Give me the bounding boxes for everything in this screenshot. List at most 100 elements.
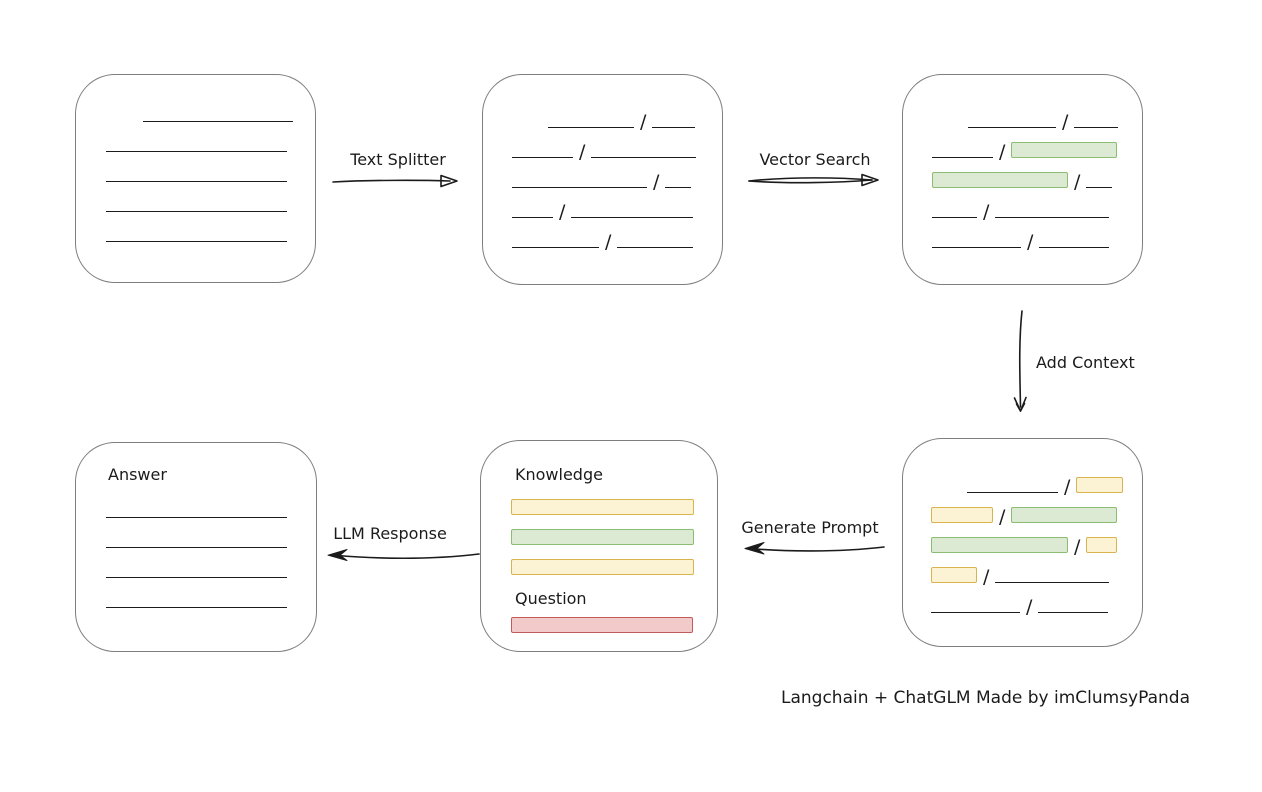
vector-search-label: Vector Search <box>759 150 871 169</box>
text-line-row <box>106 122 315 152</box>
text-line-row: / <box>932 98 1142 133</box>
slash-separator: / <box>1064 476 1071 498</box>
text-line <box>106 607 287 608</box>
split-text-lines: ///// <box>483 75 722 253</box>
text-line-row <box>511 545 717 575</box>
highlight-green <box>1011 507 1118 523</box>
text-line <box>548 127 634 128</box>
vector-search-arrow-icon <box>748 173 879 187</box>
text-line <box>652 127 696 128</box>
text-line-row: / <box>512 188 722 223</box>
text-line <box>106 151 287 152</box>
text-line <box>106 241 287 242</box>
knowledge-bars <box>511 485 717 575</box>
text-line <box>1074 127 1119 128</box>
generate-prompt-label: Generate Prompt <box>741 518 879 537</box>
highlight-yellow <box>1076 477 1124 493</box>
text-line <box>1038 612 1109 613</box>
text-line <box>512 247 599 248</box>
text-line-row <box>106 488 316 518</box>
slash-separator: / <box>605 231 612 253</box>
node-answer: Answer <box>75 442 317 652</box>
text-line <box>106 577 287 578</box>
text-line <box>1039 247 1110 248</box>
highlight-yellow <box>511 499 694 515</box>
text-line-row: / <box>932 158 1142 192</box>
text-line <box>932 157 993 158</box>
text-splitter-label: Text Splitter <box>350 150 446 169</box>
text-line-row <box>511 515 717 545</box>
context-added-lines: / / / / / <box>903 439 1142 618</box>
highlight-green <box>511 529 694 545</box>
text-line-row: / <box>512 128 722 163</box>
slash-separator: / <box>983 201 990 223</box>
indent-spacer <box>106 121 137 122</box>
text-splitter-arrow-icon <box>332 174 458 188</box>
llm-response-label: LLM Response <box>333 524 447 543</box>
text-line-row: / <box>931 553 1142 588</box>
text-line-row <box>106 182 315 212</box>
slash-separator: / <box>999 141 1006 163</box>
text-line-row: / <box>512 218 722 253</box>
slash-separator: / <box>983 566 990 588</box>
highlight-green <box>1011 142 1118 158</box>
indent-spacer <box>931 492 961 493</box>
text-line-row <box>511 485 717 515</box>
highlight-red <box>511 617 693 633</box>
slash-separator: / <box>1062 111 1069 133</box>
highlight-green <box>931 537 1068 553</box>
slash-separator: / <box>1027 231 1034 253</box>
generate-prompt-arrow-icon <box>744 542 885 555</box>
credit-text: Langchain + ChatGLM Made by imClumsyPand… <box>781 688 1190 708</box>
slash-separator: / <box>1026 596 1033 618</box>
highlight-yellow <box>511 559 694 575</box>
text-line <box>1086 187 1113 188</box>
slash-separator: / <box>579 141 586 163</box>
highlight-yellow <box>931 507 993 523</box>
slash-separator: / <box>559 201 566 223</box>
text-line-row <box>106 548 316 578</box>
text-line <box>932 217 977 218</box>
text-line <box>967 492 1058 493</box>
text-line-row <box>106 518 316 548</box>
node-vector-matched-chunks: ///// <box>902 74 1143 285</box>
question-label: Question <box>515 589 587 608</box>
text-line <box>106 517 287 518</box>
text-line <box>591 157 697 158</box>
text-line <box>665 187 692 188</box>
answer-label: Answer <box>108 465 167 484</box>
text-line-row: / <box>931 523 1142 558</box>
text-line-row <box>106 212 315 242</box>
add-context-arrow-icon <box>1013 310 1027 412</box>
text-line <box>931 612 1020 613</box>
indent-spacer <box>512 127 542 128</box>
text-line <box>106 547 287 548</box>
text-line-row: / <box>512 98 722 133</box>
text-line-row <box>106 152 315 182</box>
node-source-document <box>75 74 316 283</box>
text-line <box>512 157 573 158</box>
text-line-row <box>106 92 315 122</box>
knowledge-label: Knowledge <box>515 465 603 484</box>
document-text-lines <box>76 75 315 242</box>
llm-response-arrow-icon <box>327 549 480 561</box>
text-line-row <box>106 578 316 608</box>
slash-separator: / <box>640 111 647 133</box>
node-context-added-chunks: / / / / / <box>902 438 1143 647</box>
highlight-green <box>932 172 1068 188</box>
text-line-row: / <box>931 493 1142 528</box>
text-line <box>995 217 1110 218</box>
highlight-yellow <box>1086 537 1118 553</box>
text-line-row: / <box>931 583 1142 618</box>
text-line <box>995 582 1110 583</box>
text-line-row: / <box>932 218 1142 253</box>
node-prompt: Knowledge Question <box>480 440 718 652</box>
text-line <box>106 211 287 212</box>
text-line-row: / <box>932 188 1142 223</box>
text-line-row: / <box>512 158 722 192</box>
slash-separator: / <box>999 506 1006 528</box>
slash-separator: / <box>1074 536 1081 558</box>
text-line <box>968 127 1056 128</box>
indent-spacer <box>932 127 962 128</box>
node-split-text-chunks: ///// <box>482 74 723 285</box>
